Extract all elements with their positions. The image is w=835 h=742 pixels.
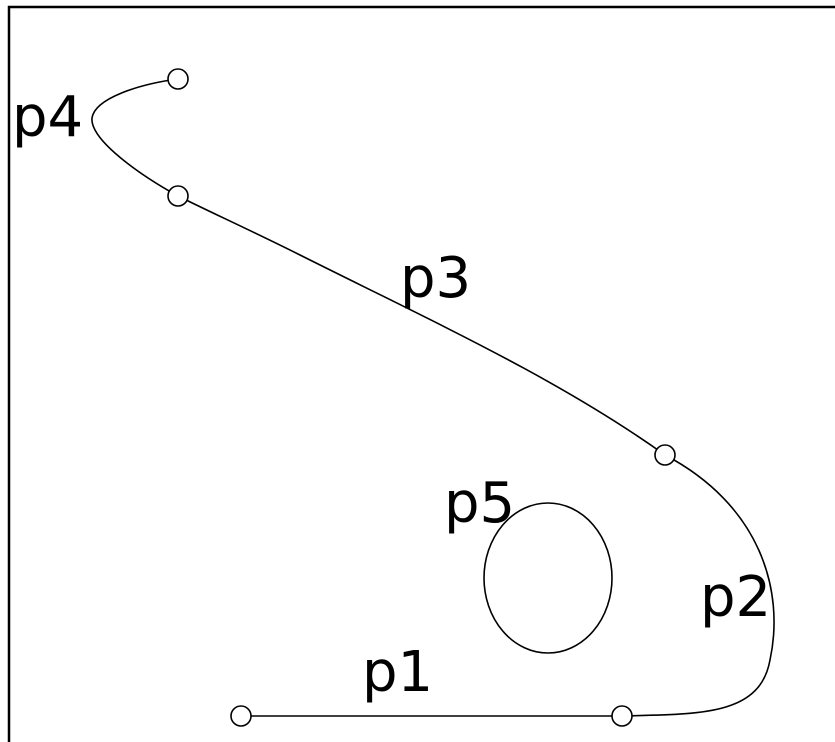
label-p5: p5 bbox=[444, 471, 515, 536]
node-p2-p3[interactable] bbox=[654, 444, 676, 466]
path-segment-p2[interactable] bbox=[621, 454, 775, 717]
node-p1-start[interactable] bbox=[230, 705, 252, 727]
ellipse-p5[interactable] bbox=[483, 502, 613, 654]
label-p4: p4 bbox=[12, 85, 83, 150]
node-p4-end[interactable] bbox=[167, 68, 189, 90]
canvas-frame bbox=[7, 5, 835, 742]
node-p1-p2[interactable] bbox=[611, 705, 633, 727]
label-p2: p2 bbox=[700, 565, 771, 630]
label-p1: p1 bbox=[362, 640, 433, 705]
label-p3: p3 bbox=[400, 246, 471, 311]
node-p3-p4[interactable] bbox=[167, 185, 189, 207]
path-segment-p4[interactable] bbox=[91, 78, 179, 197]
path-segment-p3[interactable] bbox=[177, 195, 666, 456]
